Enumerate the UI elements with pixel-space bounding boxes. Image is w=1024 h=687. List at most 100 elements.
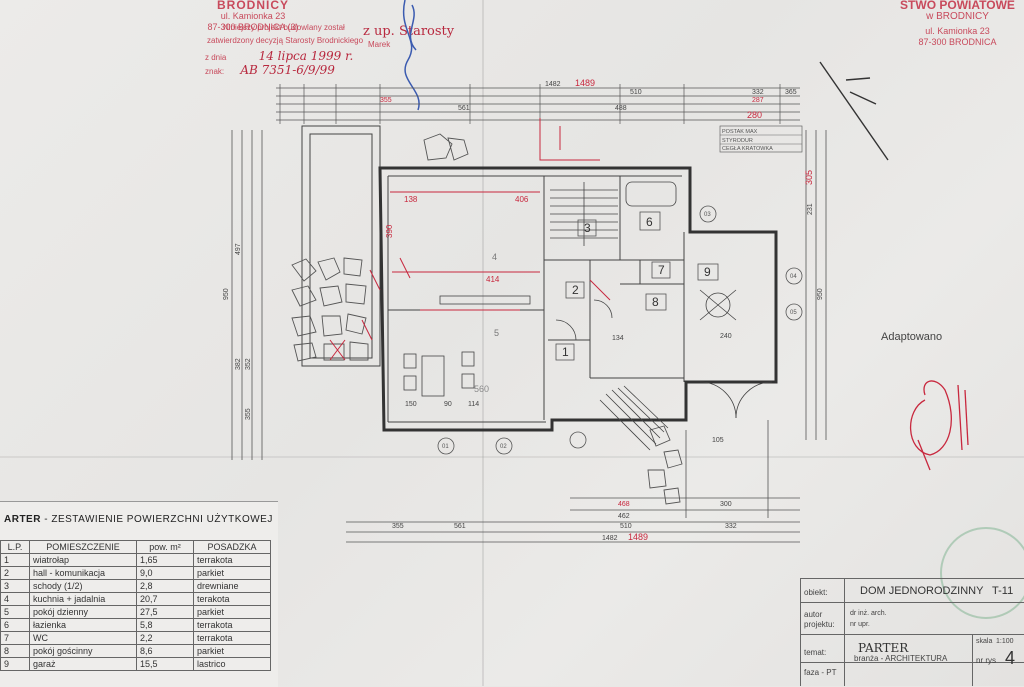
room-numbers: 1 2 3 4 5 6 7 8 9 (492, 215, 711, 359)
legend-line-1: POSTAK MAX (722, 129, 758, 135)
approval-ref-label: znak: (205, 67, 225, 76)
cell-room: wiatrołap (29, 553, 137, 567)
obiekt-code: T-11 (992, 585, 1014, 597)
cell-lp: 4 (0, 592, 30, 606)
approval-ref-value: AB 7351-6/9/99 (240, 63, 335, 77)
cell-room: łazienka (29, 618, 137, 632)
exterior-walls (378, 166, 778, 432)
faza-label: faza - PT (804, 668, 837, 677)
dim-bottom-510: 510 (620, 523, 632, 530)
blue-pen-scribble (402, 0, 420, 111)
adapted-annotation: Adaptowano (881, 331, 943, 343)
dim-int-560: 560 (474, 384, 489, 394)
stamp-right-name: w BRODNICY (926, 11, 989, 22)
bottom-dimension-lines (346, 497, 800, 543)
dim-bottom-468: 468 (618, 501, 630, 508)
dim-int-240: 240 (720, 333, 732, 340)
terrace-outline (301, 125, 381, 367)
axis-label-04: 04 (790, 274, 797, 280)
right-dimension-lines (805, 130, 827, 440)
stamp-street: ul. Kamionka 23 (220, 11, 286, 21)
cell-lp: 2 (0, 566, 30, 580)
room-number-8: 8 (652, 295, 659, 309)
dim-bottom-355: 355 (392, 523, 404, 530)
dim-left-352: 352 (245, 358, 252, 370)
dim-right-231: 231 (807, 203, 814, 215)
on-behalf-of-starost: z up. Starosty (363, 24, 455, 39)
doors (555, 299, 773, 419)
cell-room: pokój gościnny (29, 644, 137, 658)
skala-value: 1:100 (996, 638, 1014, 645)
dim-top-365: 365 (785, 89, 797, 96)
room-number-6: 6 (646, 215, 653, 229)
legend-line-2: STYRODUR (722, 138, 753, 144)
dim-right-305: 305 (804, 170, 814, 185)
dim-left-950: 950 (223, 288, 230, 300)
cell-lp: 9 (0, 657, 30, 671)
table-title-rest: - ZESTAWIENIE POWIERZCHNI UŻYTKOWEJ (44, 514, 273, 525)
room-number-1: 1 (562, 345, 569, 359)
axis-label-02: 02 (500, 444, 507, 450)
axis-label-03: 03 (704, 212, 711, 218)
approval-line-2: zatwierdzony decyzją Starosty Brodnickie… (207, 36, 364, 45)
dim-top-332: 332 (752, 89, 764, 96)
dim-bottom-462: 462 (618, 513, 630, 520)
stone-paving (291, 133, 683, 505)
usable-area-table-title: ARTER - ZESTAWIENIE POWIERZCHNI UŻYTKOWE… (4, 514, 273, 525)
cell-area: 27,5 (136, 605, 194, 619)
temat-label: temat: (804, 648, 827, 657)
cell-lp: 8 (0, 644, 30, 658)
temat-value: PARTER (858, 641, 909, 655)
dim-top-355: 355 (380, 97, 392, 104)
wall-legend: POSTAK MAX STYRODUR CEGŁA KRATOWKA (719, 125, 803, 153)
cell-room: pokój dzienny (29, 605, 137, 619)
stamp-right-city: 87-300 BRODNICA (918, 37, 997, 47)
cell-floor: parkiet (193, 644, 271, 658)
cell-area: 9,0 (136, 566, 194, 580)
office-stamp-left: BRODNICY ul. Kamionka 23 87-300 BRODNICA… (198, 0, 308, 33)
autor-label: autor projektu: (804, 610, 835, 629)
cell-lp: 5 (0, 605, 30, 619)
room-number-boxes (555, 211, 719, 361)
cell-lp: 6 (0, 618, 30, 632)
dim-int-150: 150 (405, 401, 417, 408)
approval-date-label: z dnia (205, 53, 227, 62)
table-title-floor: ARTER (4, 514, 41, 525)
dim-top-287: 287 (752, 97, 764, 104)
obiekt-value: DOM JEDNORODZINNY (860, 585, 984, 597)
diagonal-north-arrow (819, 61, 889, 161)
dim-left-497: 497 (235, 243, 242, 255)
cell-area: 20,7 (136, 592, 194, 606)
axis-circles (437, 205, 803, 455)
cell-area: 2,8 (136, 579, 194, 593)
dim-bottom-332: 332 (725, 523, 737, 530)
table-header-row: L.P. POMIESZCZENIE pow. m² POSADZKA (0, 540, 271, 554)
dim-int-105: 105 (712, 437, 724, 444)
dim-int-134: 134 (612, 335, 624, 342)
stamp-number: (3) (287, 22, 299, 32)
cell-area: 5,8 (136, 618, 194, 632)
autor-line-2: nr upr. (850, 621, 870, 628)
top-dimension-ticks (279, 84, 781, 124)
axis-labels: 01 02 03 04 05 (442, 212, 797, 450)
cell-lp: 1 (0, 553, 30, 567)
left-dimension-values: 950 497 352 382 355 (223, 243, 252, 420)
cell-floor: lastrico (193, 657, 271, 671)
right-dimension-values: 950 305 231 (804, 170, 824, 300)
signer-name: Marek (368, 40, 391, 49)
dim-top-total-red: 1489 (575, 78, 595, 88)
bottom-dimension-values: 355 561 510 332 1482 1489 468 462 300 (392, 501, 737, 542)
approval-stamp: Niniejszy projekt budowlany został zatwi… (205, 22, 485, 77)
usable-area-table: ARTER - ZESTAWIENIE POWIERZCHNI UŻYTKOWE… (0, 501, 278, 687)
stamp-city: 87-300 BRODNICA (207, 22, 286, 32)
cell-floor: drewniane (193, 579, 271, 593)
stamp-right-title: STWO POWIATOWE (900, 0, 1015, 12)
